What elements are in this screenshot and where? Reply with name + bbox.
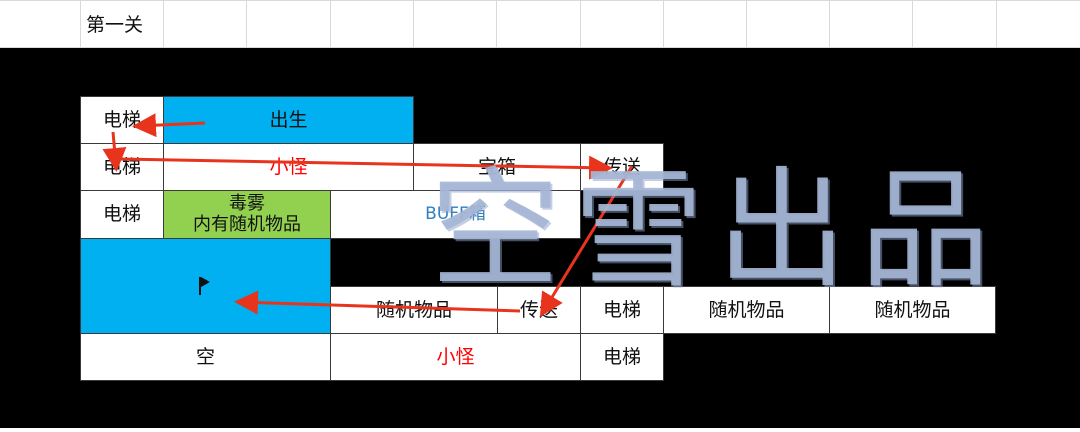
cell-label: 随机物品	[708, 298, 785, 321]
cell-chest[interactable]: 宝箱	[413, 143, 581, 191]
grid-row-line	[0, 47, 1080, 48]
grid-column-line	[246, 0, 247, 48]
cell-elevator-r5[interactable]: 电梯	[580, 333, 664, 381]
cell-buff-box[interactable]: BUFF箱	[330, 190, 581, 239]
grid-column-line	[580, 0, 581, 48]
cell-label: 空	[195, 345, 215, 368]
cell-label: 传送	[519, 298, 558, 321]
cell-label: BUFF箱	[425, 204, 486, 225]
cell-label: 电梯	[102, 155, 141, 178]
cell-elevator-r1[interactable]: 电梯	[80, 96, 164, 144]
cell-elevator-r2[interactable]: 电梯	[80, 143, 164, 191]
cell-label: 小怪	[436, 345, 475, 368]
cell-label: 传送	[602, 155, 641, 178]
cell-label: 电梯	[102, 108, 141, 131]
grid-column-line	[912, 0, 913, 48]
cell-elevator-r4[interactable]: 电梯	[580, 286, 664, 334]
cell-label: 出生	[269, 108, 308, 131]
cell-label: 小怪	[269, 155, 308, 178]
grid-column-line	[330, 0, 331, 48]
grid-column-line	[496, 0, 497, 48]
cell-random-item-2[interactable]: 随机物品	[663, 286, 830, 334]
cell-label: 电梯	[602, 345, 641, 368]
cell-goal[interactable]	[80, 238, 331, 334]
level-title-cell[interactable]: 第一关	[80, 2, 163, 48]
cell-monster-r2[interactable]: 小怪	[163, 143, 414, 191]
cell-elevator-r3[interactable]: 电梯	[80, 190, 164, 239]
grid-column-line	[163, 0, 164, 48]
cell-label: 随机物品	[375, 298, 452, 321]
flag-icon	[198, 277, 213, 295]
cell-label: 宝箱	[477, 155, 516, 178]
cell-monster-r5[interactable]: 小怪	[330, 333, 581, 381]
grid-column-line	[413, 0, 414, 48]
cell-teleport-r2[interactable]: 传送	[580, 143, 664, 191]
cell-label: 电梯	[602, 298, 641, 321]
cell-label: 电梯	[102, 203, 141, 226]
cell-random-item-1[interactable]: 随机物品	[330, 286, 498, 334]
cell-poison-fog[interactable]: 毒雾 内有随机物品	[163, 190, 331, 239]
grid-column-line	[829, 0, 830, 48]
grid-column-line	[746, 0, 747, 48]
level-title: 第一关	[86, 13, 144, 36]
cell-label: 随机物品	[874, 298, 951, 321]
grid-column-line	[996, 0, 997, 48]
cell-empty[interactable]: 空	[80, 333, 331, 381]
grid-row-line	[0, 0, 1080, 1]
cell-teleport-r4[interactable]: 传送	[497, 286, 581, 334]
grid-column-line	[80, 0, 81, 48]
cell-label: 毒雾 内有随机物品	[193, 192, 301, 235]
grid-column-line	[663, 0, 664, 48]
cell-spawn[interactable]: 出生	[163, 96, 414, 144]
cell-random-item-3[interactable]: 随机物品	[829, 286, 996, 334]
